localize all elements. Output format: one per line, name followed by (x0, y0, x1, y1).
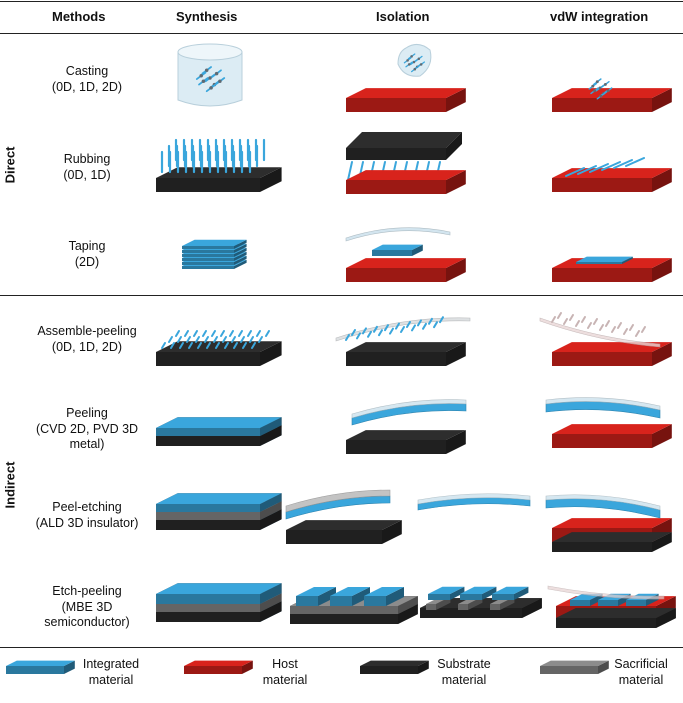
etch-peeling-stack (156, 583, 282, 622)
etch-peeling-host-base (556, 608, 676, 628)
taping-transferred-flake (576, 256, 633, 264)
peeling-laminate-carrier (545, 397, 661, 411)
peeling-substrate-isolation (346, 430, 466, 454)
casting-particles (195, 66, 226, 93)
header-vdw-integration: vdW integration (550, 9, 649, 24)
etch-peeling-undercut-mesa (460, 586, 497, 600)
rubbing-aligned-wires (565, 157, 645, 177)
assemble-peeled-particles (345, 316, 444, 341)
method-casting: Casting(0D, 1D, 2D) (51, 64, 123, 94)
etch-peeling-undercut-mesa (428, 586, 465, 600)
etch-peeling-undercut-mesa (492, 586, 529, 600)
assemble-film-laminated (539, 317, 661, 348)
casting-beaker (177, 43, 243, 107)
peeling-carrier-film (351, 399, 467, 419)
assemble-substrate (156, 341, 282, 366)
peel-etching-film-grey (285, 489, 391, 513)
header-rule (0, 33, 683, 35)
casting-integrated-particles (588, 78, 613, 100)
peel-etching-laminate-blue (545, 498, 661, 519)
header-isolation: Isolation (376, 9, 430, 24)
method-peel-etching: Peel-etching(ALD 3D insulator) (35, 500, 139, 530)
peel-etching-host-base (552, 532, 672, 552)
peel-etching-laminate-carrier (545, 494, 661, 511)
taping-tape (345, 227, 451, 242)
etch-peeling-mesa (296, 587, 336, 606)
top-rule (0, 1, 683, 3)
header-synthesis: Synthesis (176, 9, 238, 24)
assemble-peeled-film (335, 317, 471, 342)
etch-peeling-mesa (330, 587, 370, 606)
peel-etching-stack (156, 493, 282, 530)
method-rubbing: Rubbing(0D, 1D) (63, 152, 111, 182)
casting-host-isolation (346, 88, 466, 112)
rubbing-host-isolation (346, 170, 466, 194)
assemble-substrate-isolation (346, 342, 466, 366)
method-assemble-peeling: Assemble-peeling(0D, 1D, 2D) (37, 324, 137, 354)
casting-droplet (397, 44, 432, 77)
legend-swatch-substrate (360, 660, 429, 674)
peeling-peeled-film-blue (351, 403, 467, 426)
assemble-particles (161, 330, 270, 349)
taping-flake (372, 244, 423, 256)
peeling-substrate-stack (156, 417, 282, 446)
etch-peeling-mesa (364, 587, 404, 606)
peeling-host-vdw (552, 424, 672, 448)
legend-swatch-sacrificial (540, 660, 609, 674)
group-divider (0, 295, 683, 297)
taping-layer (182, 239, 247, 249)
peel-etching-carrier (417, 493, 531, 505)
method-taping: Taping(2D) (68, 239, 106, 269)
header-methods: Methods (52, 9, 106, 24)
legend-swatch-host (184, 660, 253, 674)
peel-etching-substrate (286, 520, 402, 544)
legend-swatch-integrated (6, 660, 75, 674)
casting-droplet-particles (403, 53, 426, 73)
etch-peeling-carrier (547, 585, 665, 600)
legend-rule (0, 647, 683, 649)
rubbing-host-vdw (552, 168, 672, 192)
assemble-laminated-particles (551, 312, 646, 337)
taping-host-isolation (346, 258, 466, 282)
casting-host-vdw (552, 88, 672, 112)
rubbing-nanowires (160, 138, 266, 174)
